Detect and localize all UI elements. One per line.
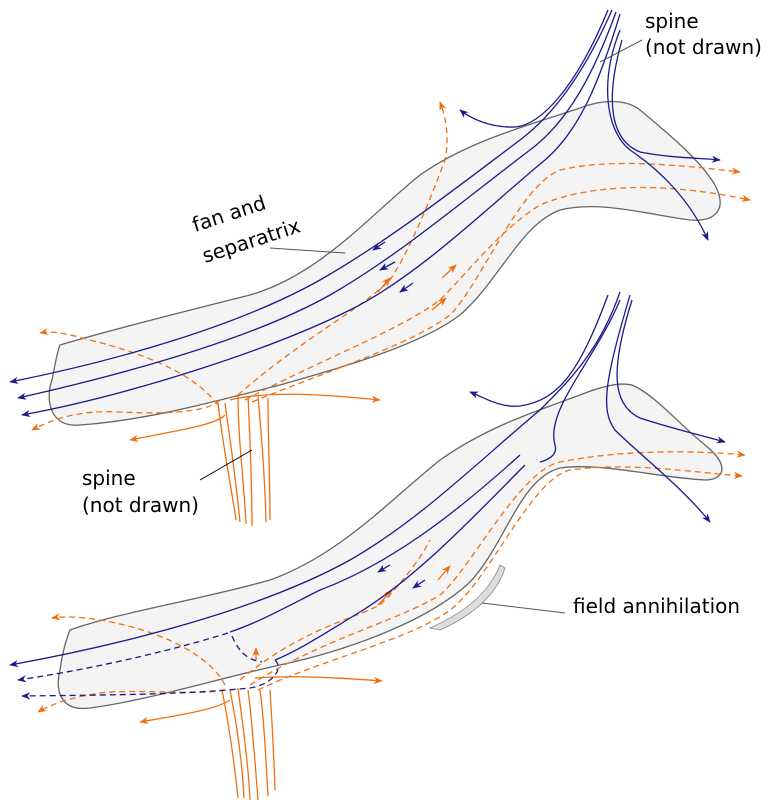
bottom-panel — [9, 291, 746, 801]
blue-field-lines-top — [9, 9, 721, 418]
label-spine-bottom: spine (not drawn) — [82, 466, 199, 517]
blue-field-lines-bottom — [9, 291, 726, 700]
orange-field-lines-top — [31, 101, 751, 527]
label-field-annihilation: field annihilation — [573, 594, 740, 618]
top-panel — [9, 9, 751, 527]
annihilation-region — [428, 564, 506, 631]
current-sheet-bottom — [57, 383, 723, 710]
label-spine-top: spine (not drawn) — [645, 9, 762, 59]
orange-field-lines-bottom — [37, 450, 746, 801]
current-sheet-top — [48, 100, 721, 426]
leader-spine-bottom — [199, 449, 253, 481]
leader-fan — [269, 247, 346, 254]
leader-annihilation — [481, 602, 566, 614]
leader-spine-top — [599, 39, 643, 63]
